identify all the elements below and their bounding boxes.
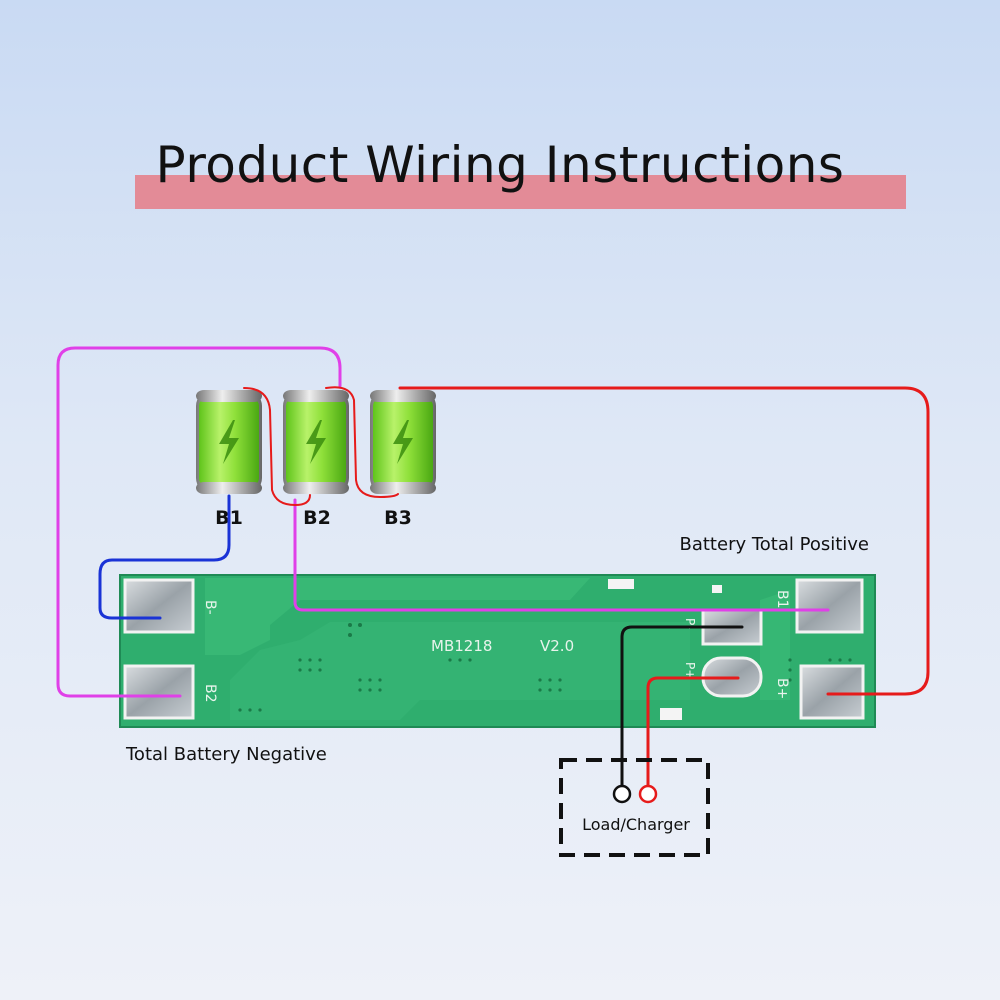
silk-b2: B2: [202, 684, 218, 703]
pad-b-minus: [123, 578, 195, 634]
battery-b1: [196, 390, 262, 494]
label-total-battery-negative: Total Battery Negative: [125, 744, 327, 765]
wire-blue-b-minus: [98, 494, 231, 620]
terminal-negative: [612, 784, 632, 804]
board-version: V2.0: [540, 637, 574, 655]
load-charger-box: Load/Charger: [559, 758, 710, 857]
wire-black-p-minus: [620, 625, 744, 787]
battery-label-b2: B2: [303, 507, 331, 529]
battery-b3: [370, 390, 436, 494]
wire-red-b2-b3: [325, 386, 399, 498]
silk-b-minus: B-: [202, 600, 218, 615]
wire-red-b-plus: [398, 386, 930, 696]
smd-component: [712, 585, 722, 593]
pad-b1: [795, 578, 864, 634]
pad-b2: [123, 664, 195, 720]
smd-component: [660, 708, 682, 720]
label-battery-total-positive: Battery Total Positive: [680, 534, 870, 555]
battery-label-b3: B3: [384, 507, 412, 529]
battery-b2: [283, 390, 349, 494]
title-highlight-bar: [135, 175, 906, 209]
board-model: MB1218: [431, 637, 492, 655]
silk-p-minus: P-: [683, 618, 697, 629]
pad-b-plus: [799, 664, 865, 720]
load-charger-label: Load/Charger: [582, 815, 690, 834]
wire-red-b1-b2: [243, 387, 311, 506]
silk-b1: B1: [774, 590, 790, 609]
silk-p-plus: P+: [683, 662, 697, 679]
terminal-positive: [638, 784, 658, 804]
page-title: Product Wiring Instructions: [155, 136, 845, 194]
bms-board: MB1218 V2.0 B- B2 B1 B+ P- P+: [119, 574, 876, 728]
wire-red-p-plus: [646, 676, 740, 788]
wire-pink-b1: [293, 498, 830, 612]
smd-component: [608, 579, 634, 589]
silk-b-plus: B+: [774, 678, 790, 699]
wire-pink-b2: [56, 346, 342, 698]
